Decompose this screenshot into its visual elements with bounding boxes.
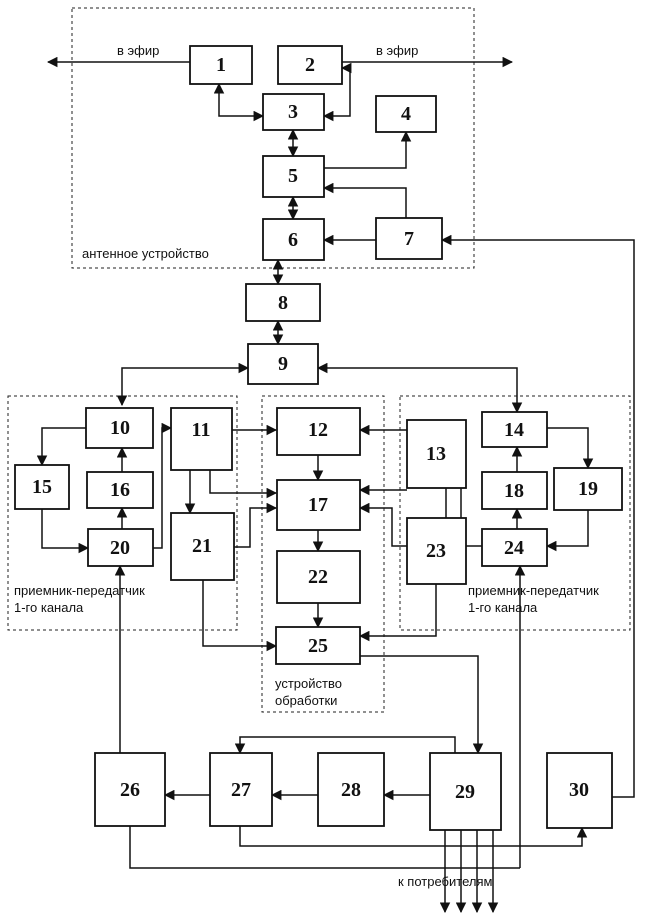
block-4: 4 [376, 96, 436, 132]
trx-left-label-line2: 1-го канала [14, 600, 84, 615]
block-2-number: 2 [305, 54, 315, 76]
block-25: 25 [276, 627, 360, 664]
block-5-number: 5 [288, 165, 298, 187]
antenna-region-label: антенное устройство [82, 246, 209, 261]
trx-right-label-line1: приемник-передатчик [468, 583, 599, 598]
block-16-number: 16 [110, 479, 130, 501]
block-28-number: 28 [341, 779, 361, 801]
block-27-number: 27 [231, 779, 251, 801]
block-11-number: 11 [192, 419, 211, 441]
block-17: 17 [277, 480, 360, 530]
block-10: 10 [86, 408, 153, 448]
block-8: 8 [246, 284, 320, 321]
block-13-number: 13 [426, 443, 446, 465]
block-22: 22 [277, 551, 360, 603]
block-15: 15 [15, 465, 69, 509]
block-1: 1 [190, 46, 252, 84]
block-1-number: 1 [216, 54, 226, 76]
block-18-number: 18 [504, 480, 524, 502]
block-17-number: 17 [308, 494, 328, 516]
block-19: 19 [554, 468, 622, 510]
block-28: 28 [318, 753, 384, 826]
block-29: 29 [430, 753, 501, 830]
block-15-number: 15 [32, 476, 52, 498]
trx-right-label-line2: 1-го канала [468, 600, 538, 615]
block-27: 27 [210, 753, 272, 826]
block-29-number: 29 [455, 781, 475, 803]
block-24: 24 [482, 529, 547, 566]
block-24-number: 24 [504, 537, 524, 559]
block-11: 11 [171, 408, 232, 470]
block-18: 18 [482, 472, 547, 509]
block-19-number: 19 [578, 478, 598, 500]
block-6-number: 6 [288, 229, 298, 251]
block-30-number: 30 [569, 779, 589, 801]
block-14-number: 14 [504, 419, 524, 441]
block-21-number: 21 [192, 535, 212, 557]
block-12-number: 12 [308, 419, 328, 441]
block-26-number: 26 [120, 779, 140, 801]
block-26: 26 [95, 753, 165, 826]
block-3-number: 3 [288, 101, 298, 123]
block-5: 5 [263, 156, 324, 197]
processing-label-line1: устройство [275, 676, 342, 691]
block-10-number: 10 [110, 417, 130, 439]
block-7: 7 [376, 218, 442, 259]
block-3: 3 [263, 94, 324, 130]
processing-label-line2: обработки [275, 693, 337, 708]
block-9-number: 9 [278, 353, 288, 375]
air-label-right: в эфир [376, 43, 418, 58]
block-2: 2 [278, 46, 342, 84]
air-label-left: в эфир [117, 43, 159, 58]
block-16: 16 [87, 472, 153, 508]
consumers-label: к потребителям [398, 874, 492, 889]
block-23: 23 [407, 518, 466, 584]
block-13: 13 [407, 420, 466, 488]
block-22-number: 22 [308, 566, 328, 588]
trx-left-label-line1: приемник-передатчик [14, 583, 145, 598]
block-30: 30 [547, 753, 612, 828]
block-21: 21 [171, 513, 234, 580]
block-9: 9 [248, 344, 318, 384]
block-7-number: 7 [404, 228, 414, 250]
block-20-number: 20 [110, 537, 130, 559]
block-20: 20 [88, 529, 153, 566]
block-12: 12 [277, 408, 360, 455]
block-14: 14 [482, 412, 547, 447]
block-4-number: 4 [401, 103, 411, 125]
block-23-number: 23 [426, 540, 446, 562]
block-6: 6 [263, 219, 324, 260]
block-25-number: 25 [308, 635, 328, 657]
block-8-number: 8 [278, 292, 288, 314]
